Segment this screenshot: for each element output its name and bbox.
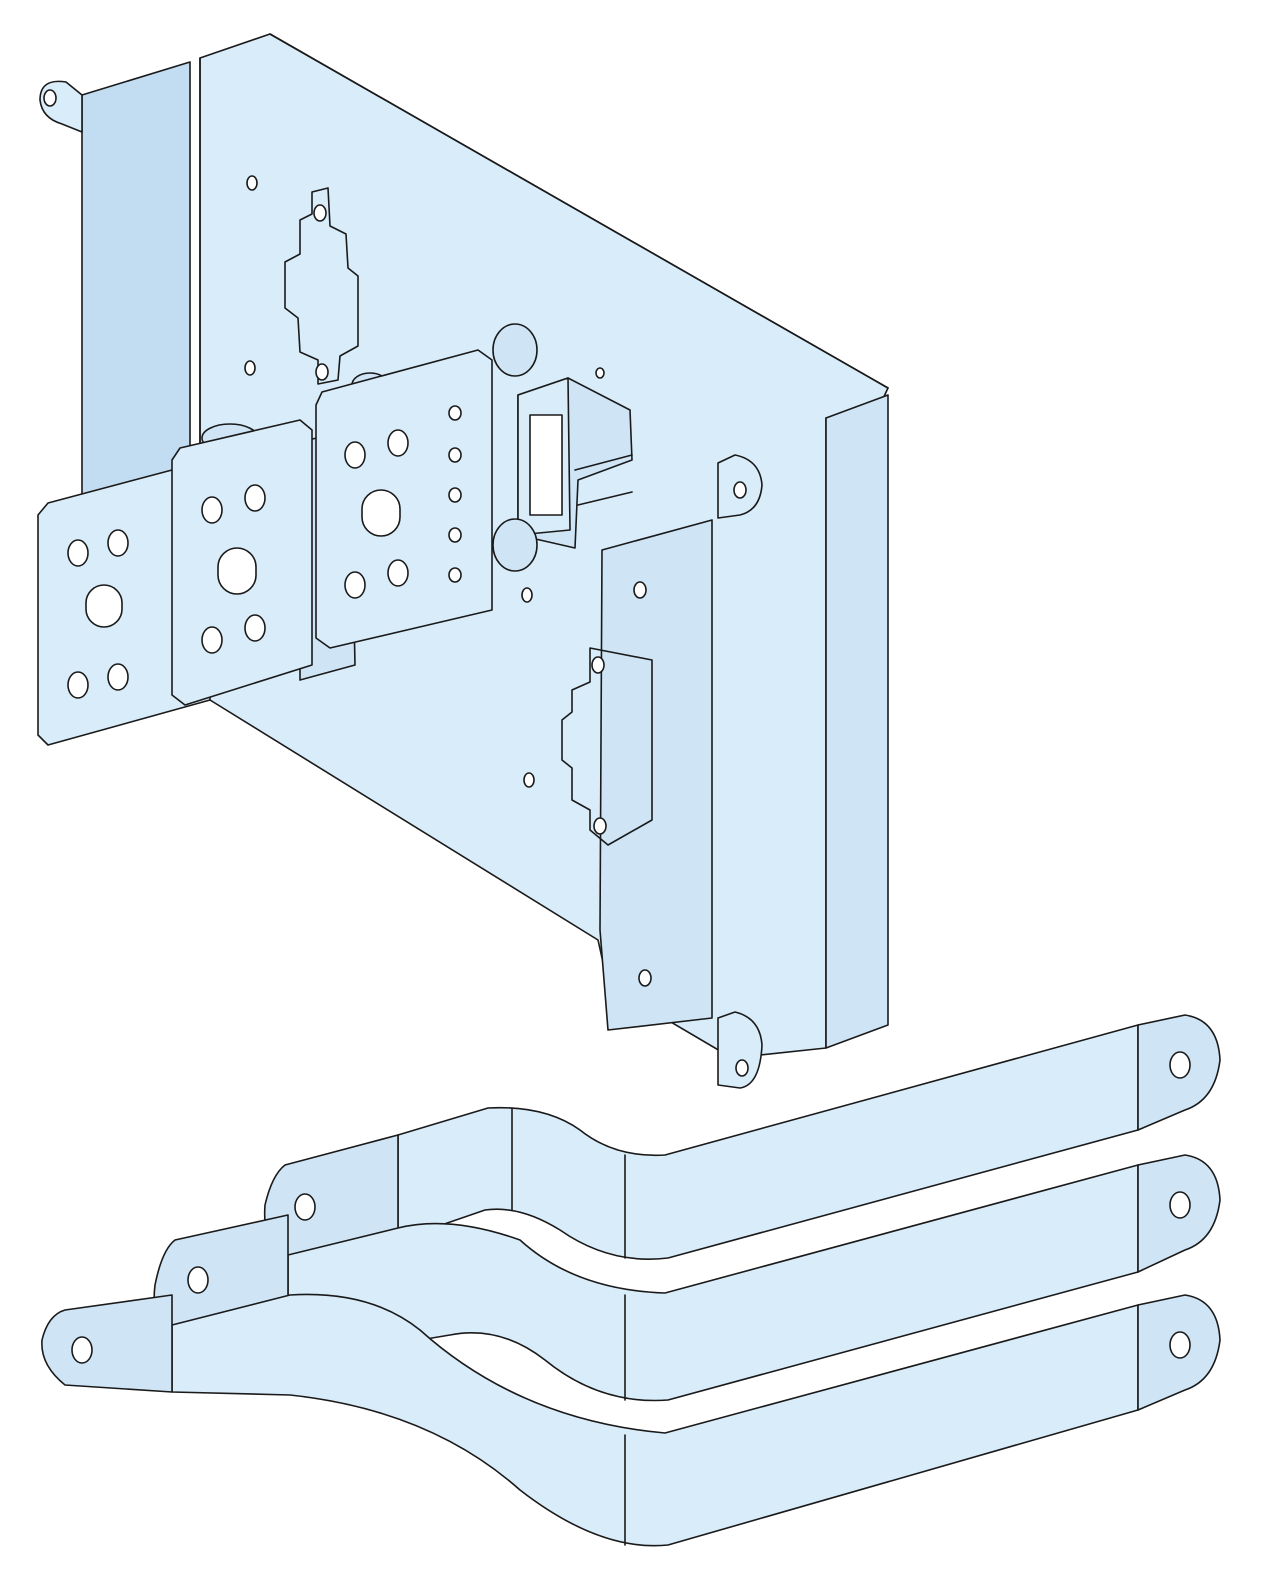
top-edge (269, 33, 889, 389)
terminal-hole (201, 496, 223, 524)
terminal-hole (67, 539, 89, 567)
cutout-hole (313, 204, 327, 222)
side-bracket (599, 519, 713, 1031)
mounting-plate (39, 33, 889, 1089)
cutout-hole (593, 817, 607, 835)
spacer-cylinder (492, 518, 538, 572)
terminal-hole (107, 529, 129, 557)
right-lower-ear (717, 1011, 763, 1089)
terminal-slot (217, 547, 257, 595)
terminal-hole (201, 626, 223, 654)
ear-hole (735, 1059, 749, 1077)
bar-hole (294, 1193, 316, 1221)
terminal-plate-3 (315, 349, 493, 649)
terminal-hole (448, 487, 462, 503)
terminal-hole (448, 527, 462, 543)
terminal-hole (387, 559, 409, 587)
terminal-hole (67, 671, 89, 699)
terminal-hole (107, 663, 129, 691)
cutout-lower (561, 647, 653, 846)
terminal-hole (244, 484, 266, 512)
connector-slot (529, 414, 563, 516)
terminal-hole (387, 429, 409, 457)
bar-hole (1169, 1191, 1191, 1219)
terminal-hole (344, 441, 366, 469)
bar-hole (1169, 1051, 1191, 1079)
cutout-hole (591, 656, 605, 674)
cutout-upper (284, 187, 359, 385)
terminal-slot (361, 489, 401, 537)
plate-hole (521, 587, 533, 603)
ear-hole (43, 89, 57, 107)
ear-hole (733, 481, 747, 499)
bar-end-tab (41, 1294, 173, 1393)
terminal-hole (344, 571, 366, 599)
plate-hole (523, 772, 535, 788)
terminal-hole (244, 614, 266, 642)
connection-bar-3 (41, 1293, 1221, 1547)
right-side (825, 394, 889, 1049)
connection-bar-2 (153, 1154, 1221, 1402)
bar-hole (187, 1266, 209, 1294)
plate-hole (595, 367, 605, 379)
spacer-cylinder (492, 323, 538, 377)
terminal-slot (85, 584, 123, 628)
cutout-hole (315, 363, 329, 381)
connector-ribs (574, 454, 633, 506)
bar-hole (1169, 1331, 1191, 1359)
left-ear (39, 80, 83, 133)
bar-body (171, 1293, 1139, 1547)
terminal-plate-1 (37, 469, 211, 746)
plate-hole (244, 360, 256, 376)
terminal-hole (448, 447, 462, 463)
bracket-hole (638, 969, 652, 987)
bar-hole (71, 1336, 93, 1364)
terminal-hole (448, 567, 462, 583)
terminal-hole (448, 405, 462, 421)
plate-hole (246, 175, 258, 191)
terminal-plate (315, 349, 493, 649)
bracket-hole (633, 581, 647, 599)
